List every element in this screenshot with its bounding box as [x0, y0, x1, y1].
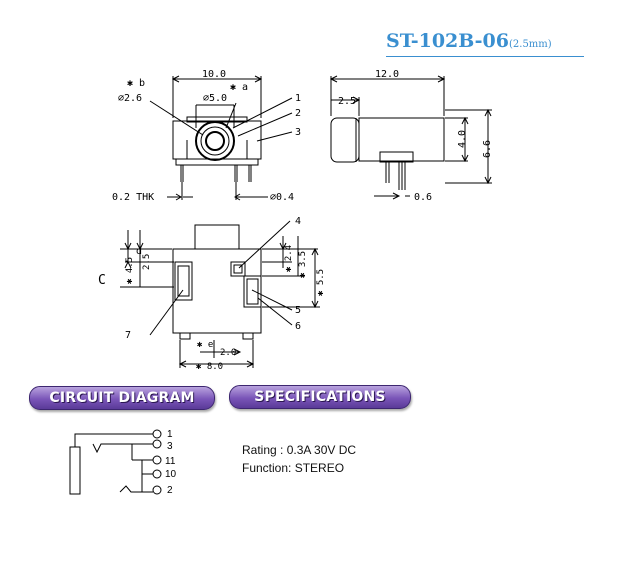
label-e: ✱ e: [197, 340, 213, 350]
dim-2-5-bottom: 2.5: [142, 254, 152, 270]
label-star-a: ✱ a: [230, 82, 248, 93]
bottom-view: [120, 220, 320, 368]
pin-label-1: 1: [167, 429, 173, 440]
dim-4-0: 4.0: [457, 130, 468, 148]
pin-label-2: 2: [167, 485, 173, 496]
wire-pin-2: [119, 485, 153, 493]
circuit-diagram: [69, 429, 162, 495]
dim-dia-5-0: ∅5.0: [203, 93, 227, 104]
dim-8-0: ✱ 8.0: [196, 362, 223, 372]
dim-dia-2-6: ∅2.6: [118, 93, 142, 104]
dim-2-0: 2.0: [220, 348, 236, 358]
size-note: (2.5mm): [509, 39, 552, 50]
circuit-diagram-heading: CIRCUIT DIAGRAM: [29, 386, 215, 410]
side-nose: [330, 117, 360, 163]
front-view: [149, 75, 293, 201]
terminal-11: [152, 455, 162, 465]
callout-6: 6: [295, 321, 301, 332]
terminal-2: [152, 485, 162, 495]
label-c: C: [98, 273, 106, 288]
dim-10-0: 10.0: [202, 69, 226, 80]
title-underline: [386, 56, 584, 57]
callout-3: 3: [295, 127, 301, 138]
dim-0-6: 0.6: [414, 192, 432, 203]
callout-4: 4: [295, 216, 301, 227]
terminal-10: [152, 469, 162, 479]
slot-right: [243, 275, 262, 308]
callout-1: 1: [295, 93, 301, 104]
spec-rating: Rating : 0.3A 30V DC: [242, 443, 357, 457]
part-title: ST-102B-06(2.5mm): [386, 30, 584, 52]
terminal-3: [152, 439, 162, 449]
title-block: ST-102B-06(2.5mm): [386, 30, 584, 57]
slot-left: [174, 261, 193, 301]
label-star-b: ✱ b: [127, 78, 145, 89]
pin-label-10: 10: [165, 469, 177, 480]
side-body: [358, 117, 445, 162]
side-view: [329, 75, 492, 200]
outer-ring: [195, 121, 235, 161]
callout-2: 2: [295, 108, 301, 119]
callout-5: 5: [295, 305, 301, 316]
terminal-1: [152, 429, 162, 439]
label-d: d: [136, 246, 142, 257]
dim-0-2-thk: 0.2 THK: [112, 192, 154, 203]
callout-7: 7: [125, 330, 131, 341]
inner-hole: [205, 131, 225, 151]
dim-3-5: ✱ 3.5: [298, 251, 308, 278]
bottom-nose: [194, 224, 240, 250]
dim-5-5: ✱ 5.5: [316, 269, 326, 296]
spec-function: Function: STEREO: [242, 461, 345, 475]
dim-2-5-side: 2.5: [338, 96, 356, 107]
specifications-heading: SPECIFICATIONS: [229, 385, 411, 409]
dim-6-6: 6.6: [482, 140, 493, 158]
dim-12-0: 12.0: [375, 69, 399, 80]
jack-opening: [200, 126, 230, 156]
dim-4-5: ✱ 4.5: [125, 257, 135, 284]
part-number: ST-102B-06: [386, 30, 509, 52]
slot-top-right: [230, 261, 246, 277]
dim-dia-0-4: ∅0.4: [270, 192, 294, 203]
wire-pin-1: [74, 433, 153, 447]
plug-sleeve: [69, 446, 81, 495]
wire-pin-3: [92, 443, 153, 454]
pin-label-3: 3: [167, 441, 173, 452]
pin-label-11: 11: [165, 456, 176, 467]
dim-2-4: ✱ 2.4: [284, 245, 294, 272]
